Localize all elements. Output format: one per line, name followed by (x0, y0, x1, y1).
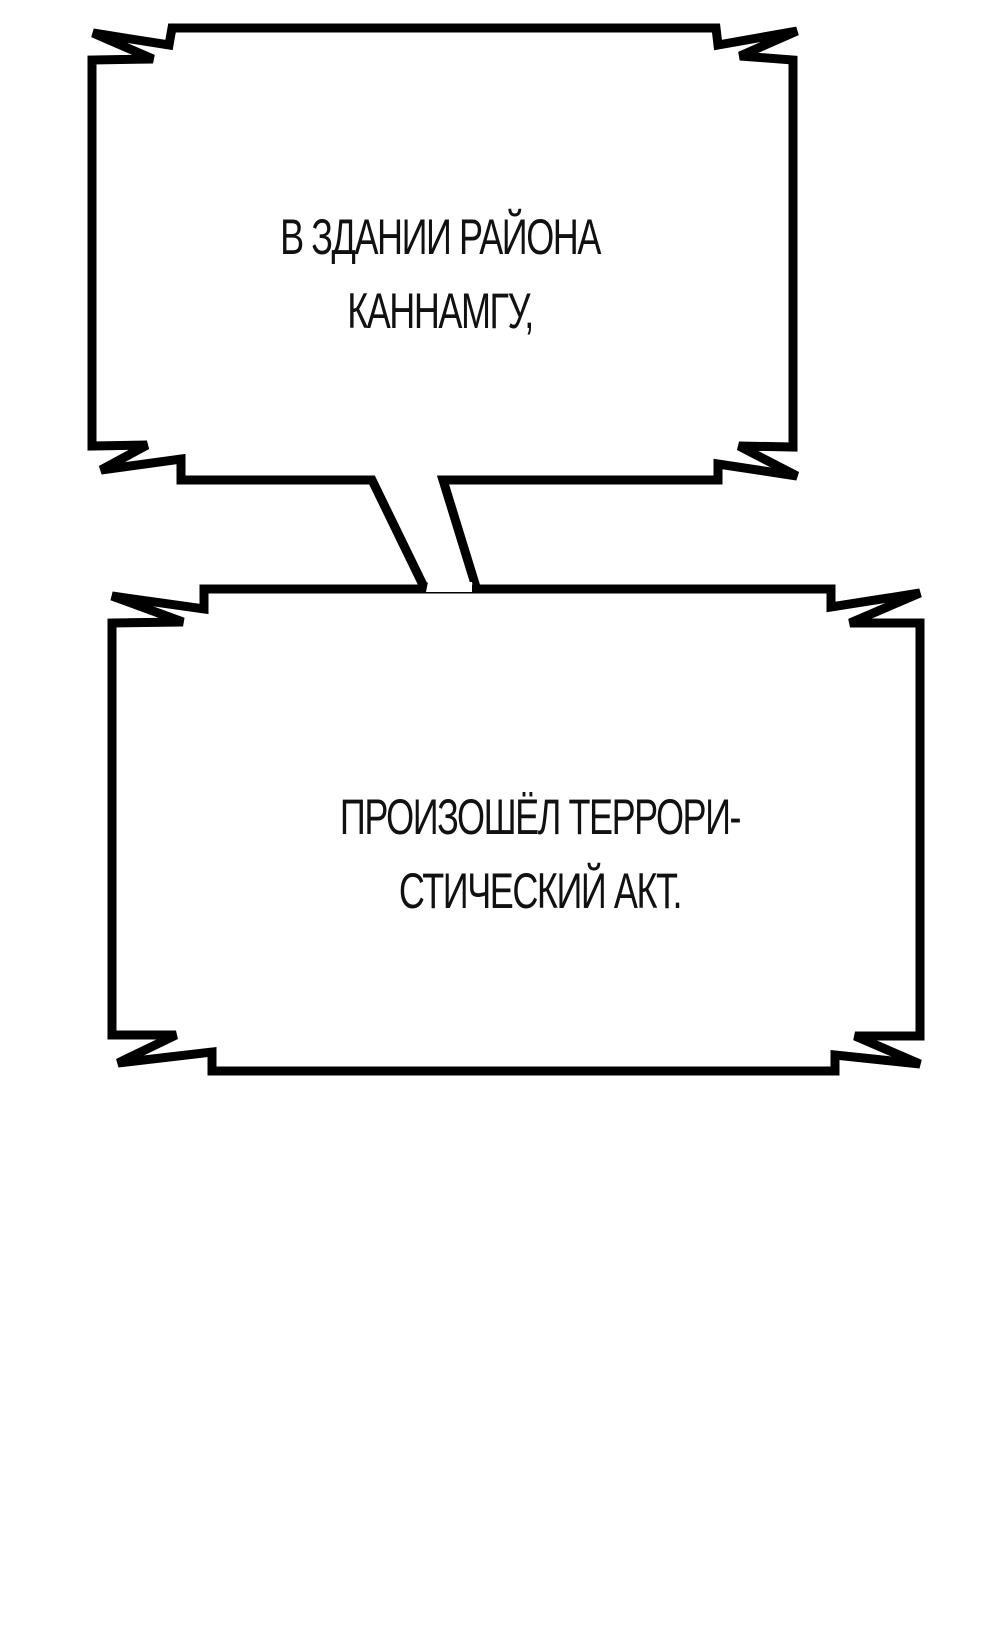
top-bubble-line-1: В ЗДАНИИ РАЙОНА (280, 209, 601, 265)
bottom-bubble-text: ПРОИЗОШЁЛ ТЕРРОРИ- СТИЧЕСКИЙ АКТ. (310, 780, 771, 928)
bottom-bubble-line-1: ПРОИЗОШЁЛ ТЕРРОРИ- (339, 789, 742, 845)
top-bubble-text: В ЗДАНИИ РАЙОНА КАННАМГУ, (253, 200, 627, 348)
bottom-speech-bubble-outline (107, 584, 925, 1076)
tail-join-cover (426, 582, 474, 592)
top-bubble-line-2: КАННАМГУ, (347, 283, 534, 339)
bottom-bubble-line-2: СТИЧЕСКИЙ АКТ. (398, 863, 683, 919)
